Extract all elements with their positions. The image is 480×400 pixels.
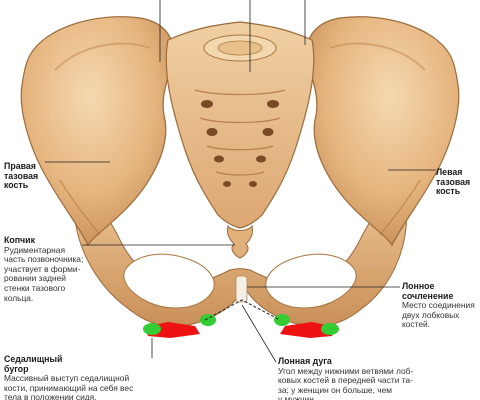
right-obturator-foramen [123, 253, 215, 309]
label-right-hip-title: Правая тазовая кость [4, 161, 39, 191]
label-pubic-symphysis: Лонное сочленение Место соединения двух … [402, 281, 478, 330]
label-coccyx-desc: Рудиментарная часть позвоночника; участв… [4, 244, 84, 303]
coccyx [227, 224, 253, 259]
right-hip-bone [20, 16, 174, 247]
left-obturator-foramen [265, 253, 357, 309]
ischial-markers [143, 314, 339, 338]
label-right-hip: Правая тазовая кость [4, 161, 64, 191]
right-ischial-tip-inner [200, 314, 216, 326]
label-coccyx: Копчик Рудиментарная часть позвоночника;… [4, 235, 90, 303]
label-pubic-arch-desc: Угол между нижними ветвями лоб- ковых ко… [278, 365, 414, 400]
label-pubic-arch-title: Лонная дуга [278, 356, 332, 366]
pelvic-ring [73, 194, 408, 327]
label-ischial-tuberosity-desc: Массивный выступ седалищной кости, прини… [4, 373, 134, 400]
pubic-arch-angle [204, 299, 281, 321]
right-ischial-tip [143, 323, 161, 335]
label-pubic-symphysis-desc: Место соединения двух лобковых костей. [402, 300, 475, 330]
label-pubic-arch: Лонная дуга Угол между нижними ветвями л… [278, 356, 428, 400]
label-left-hip: Левая тазовая кость [436, 167, 480, 197]
label-ischial-tuberosity: Седалищный бугор Массивный выступ седали… [4, 354, 144, 400]
left-ischial-tip [321, 323, 339, 335]
label-pubic-symphysis-title: Лонное сочленение [402, 281, 454, 301]
left-ischial-tip-inner [274, 314, 290, 326]
left-hip-bone [306, 16, 460, 247]
label-ischial-tuberosity-title: Седалищный бугор [4, 354, 63, 374]
label-left-hip-title: Левая тазовая кость [436, 167, 471, 197]
sacrum [165, 21, 315, 229]
leader-lines [45, 0, 436, 363]
pubic-symphysis-cartilage [235, 275, 248, 303]
leader-pubic-arch [241, 304, 277, 363]
label-coccyx-title: Копчик [4, 235, 35, 245]
left-ischial-marker [280, 322, 335, 338]
